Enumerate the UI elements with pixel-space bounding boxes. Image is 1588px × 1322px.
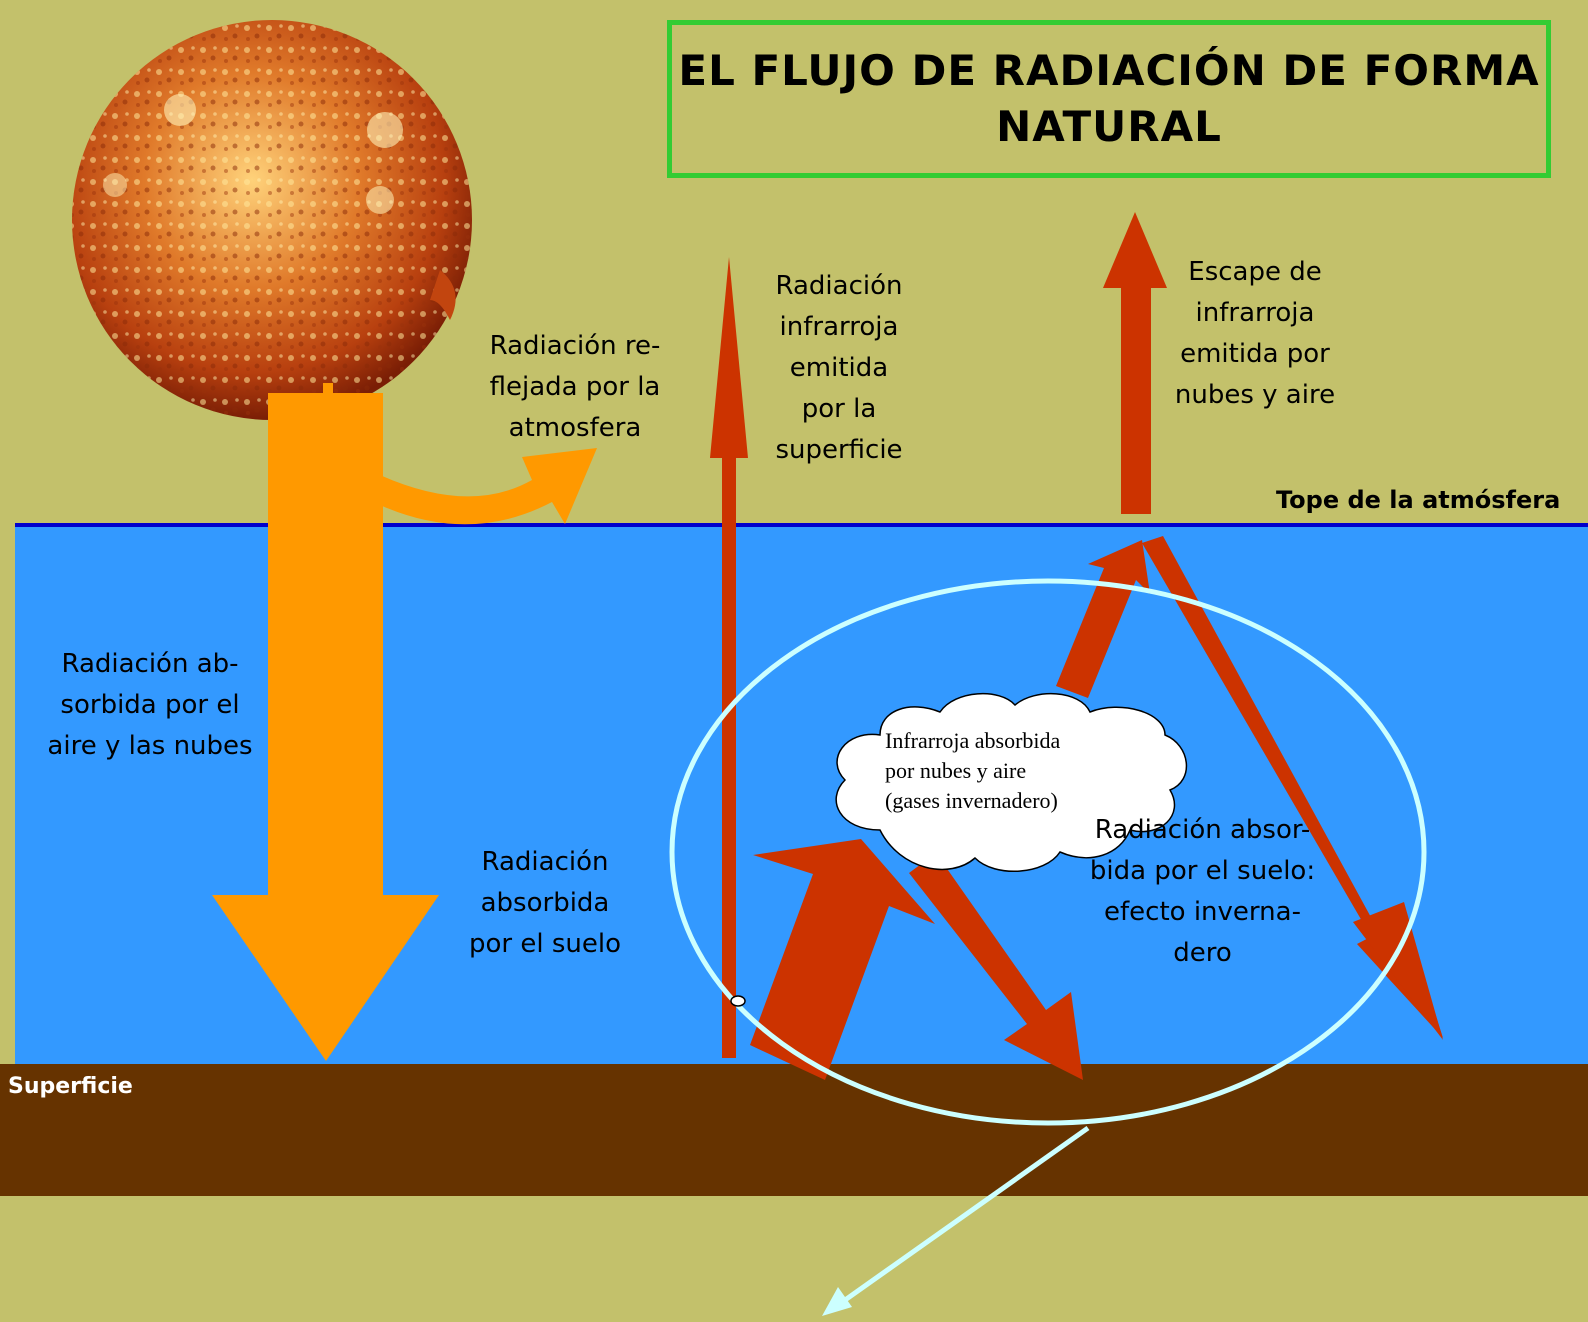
- label-surface: Superficie: [8, 1074, 133, 1099]
- pointer-arrowhead: [822, 1287, 852, 1316]
- sun-image: [72, 20, 472, 420]
- solar-down-arrow: [212, 383, 439, 1061]
- ir-downward-arrow-center: [909, 853, 1083, 1080]
- ir-to-cloud-arrow: [750, 839, 935, 1080]
- page-title: EL FLUJO DE RADIACIÓN DE FORMA NATURAL: [678, 46, 1540, 151]
- label-absorbed-air: Radiación ab- sorbida por el aire y las …: [47, 649, 253, 761]
- reflected-arrow: [380, 448, 597, 525]
- pointer-line: [836, 1125, 1090, 1308]
- ir-downward-arrow-right-head: [1353, 902, 1443, 1040]
- label-absorbed-ground: Radiación absorbida por el suelo: [468, 847, 621, 959]
- ir-escape-arrow: [1103, 212, 1167, 514]
- ir-up-diagonal-arrow: [1056, 540, 1150, 698]
- label-top-atmosphere: Tope de la atmósfera: [1276, 486, 1561, 514]
- title-box: EL FLUJO DE RADIACIÓN DE FORMA NATURAL: [667, 20, 1551, 178]
- label-reflected: Radiación re- flejada por la atmosfera: [489, 331, 661, 443]
- ir-surface-arrow: [710, 257, 748, 1058]
- cloud-shape: [835, 693, 1187, 873]
- label-ir-escape: Escape de infrarroja emitida por nubes y…: [1174, 257, 1336, 410]
- cloud-puff: [730, 995, 746, 1007]
- cloud-label: Infrarroja absorbida por nubes y aire (g…: [885, 728, 1061, 813]
- greenhouse-ellipse: [669, 578, 1427, 1126]
- ir-downward-arrow-right: [1142, 536, 1443, 1038]
- ground-layer: [0, 1064, 1588, 1196]
- label-ir-surface: Radiación infrarroja emitida por la supe…: [775, 271, 903, 465]
- label-greenhouse: Radiación absor- bida por el suelo: efec…: [1089, 815, 1316, 968]
